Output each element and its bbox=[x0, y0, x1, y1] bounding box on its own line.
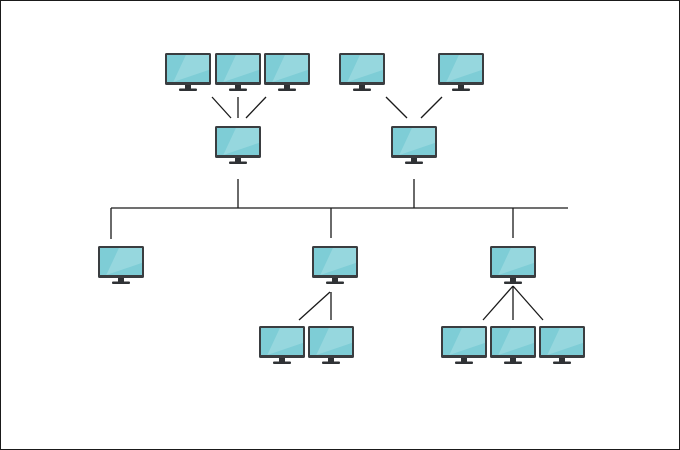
monitor-base bbox=[353, 88, 371, 91]
monitor-screen-glare bbox=[272, 55, 308, 82]
monitor-base bbox=[179, 88, 197, 91]
monitor-neck bbox=[510, 278, 516, 282]
monitor-screen-glare bbox=[267, 328, 303, 355]
monitor-neck bbox=[458, 85, 464, 89]
monitor-icon bbox=[98, 246, 144, 284]
monitor-base bbox=[553, 361, 571, 364]
computer-nodes bbox=[98, 53, 585, 364]
monitor-icon bbox=[441, 326, 487, 364]
monitor-base bbox=[229, 161, 247, 164]
monitor-icon bbox=[312, 246, 358, 284]
monitor-neck bbox=[461, 358, 467, 362]
monitor-base bbox=[504, 361, 522, 364]
monitor-neck bbox=[235, 85, 241, 89]
monitor-neck bbox=[118, 278, 124, 282]
monitor-base bbox=[273, 361, 291, 364]
monitor-icon bbox=[490, 326, 536, 364]
monitor-base bbox=[278, 88, 296, 91]
monitor-base bbox=[322, 361, 340, 364]
monitor-neck bbox=[279, 358, 285, 362]
monitor-neck bbox=[359, 85, 365, 89]
monitor-base bbox=[452, 88, 470, 91]
monitor-neck bbox=[411, 158, 417, 162]
monitor-screen-glare bbox=[347, 55, 383, 82]
monitor-base bbox=[405, 161, 423, 164]
edge-n4-hub-right bbox=[385, 96, 408, 119]
monitor-base bbox=[229, 88, 247, 91]
monitor-base bbox=[455, 361, 473, 364]
monitor-neck bbox=[559, 358, 565, 362]
monitor-icon bbox=[264, 53, 310, 91]
edge-n5-hub-right bbox=[420, 96, 443, 119]
monitor-icon bbox=[215, 53, 261, 91]
monitor-screen-glare bbox=[498, 328, 534, 355]
edge-drop-3-n8 bbox=[482, 285, 514, 321]
monitor-icon bbox=[215, 126, 261, 164]
monitor-base bbox=[326, 281, 344, 284]
monitor-icon bbox=[339, 53, 385, 91]
monitor-icon bbox=[308, 326, 354, 364]
monitor-icon bbox=[391, 126, 437, 164]
monitor-screen-glare bbox=[106, 248, 142, 275]
monitor-screen-glare bbox=[399, 128, 435, 155]
monitor-neck bbox=[185, 85, 191, 89]
monitor-icon bbox=[259, 326, 305, 364]
monitor-icon bbox=[490, 246, 536, 284]
edge-n1-hub-left bbox=[211, 96, 232, 119]
monitor-screen-glare bbox=[223, 128, 259, 155]
monitor-icon bbox=[165, 53, 211, 91]
monitor-base bbox=[504, 281, 522, 284]
monitor-screen-glare bbox=[498, 248, 534, 275]
connection-lines bbox=[110, 96, 568, 321]
monitor-screen-glare bbox=[547, 328, 583, 355]
monitor-screen-glare bbox=[446, 55, 482, 82]
edge-n3-hub-left bbox=[245, 96, 267, 119]
monitor-screen-glare bbox=[223, 55, 259, 82]
monitor-neck bbox=[235, 158, 241, 162]
monitor-screen-glare bbox=[316, 328, 352, 355]
monitor-icon bbox=[539, 326, 585, 364]
edge-drop-2-n6 bbox=[298, 291, 331, 321]
monitor-neck bbox=[332, 278, 338, 282]
monitor-neck bbox=[328, 358, 334, 362]
monitor-neck bbox=[510, 358, 516, 362]
monitor-screen-glare bbox=[320, 248, 356, 275]
edge-drop-3-n10 bbox=[512, 285, 544, 321]
monitor-base bbox=[112, 281, 130, 284]
monitor-screen-glare bbox=[449, 328, 485, 355]
monitor-neck bbox=[284, 85, 290, 89]
monitor-icon bbox=[438, 53, 484, 91]
monitor-screen-glare bbox=[173, 55, 209, 82]
